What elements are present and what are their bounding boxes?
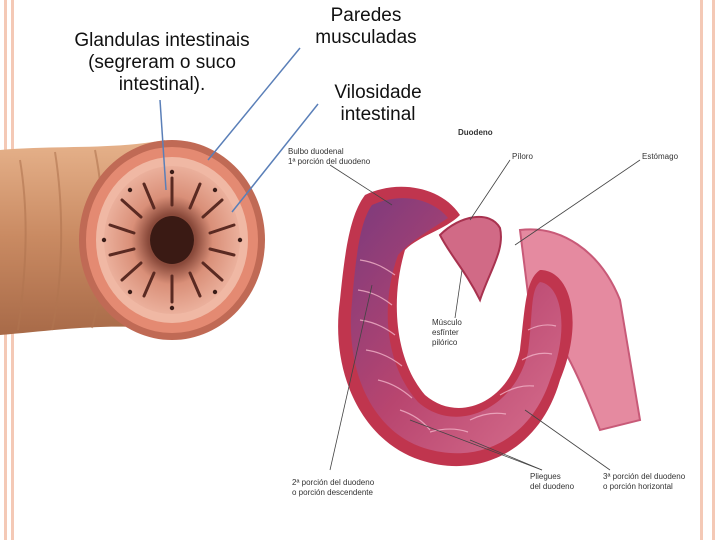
pylorus — [440, 217, 501, 300]
label-segunda-porcion: 2ª porción del duodeno o porción descend… — [292, 478, 374, 498]
glandulas-line-3: intestinal). — [62, 74, 262, 96]
label-musculo-esfinter: Músculo esfínter pilórico — [432, 318, 462, 348]
segunda-line-2: o porción descendente — [292, 488, 374, 498]
duodeno-text: Duodeno — [458, 128, 493, 137]
vilosidade-line-1: Vilosidade — [318, 82, 438, 104]
label-paredes-musculadas: Paredes musculadas — [296, 5, 436, 49]
glandulas-line-1: Glandulas intestinais — [62, 30, 262, 52]
duodenum-illustration — [338, 187, 640, 466]
tercera-line-1: 3ª porción del duodeno — [603, 472, 685, 482]
intestine-cross-section — [0, 140, 265, 340]
vilosidade-line-2: intestinal — [318, 104, 438, 126]
label-piloro: Píloro — [512, 152, 533, 162]
pliegues-line-1: Pliegues — [530, 472, 574, 482]
segunda-line-1: 2ª porción del duodeno — [292, 478, 374, 488]
label-tercera-porcion: 3ª porción del duodeno o porción horizon… — [603, 472, 685, 492]
lumen — [150, 216, 194, 264]
label-glandulas-intestinais: Glandulas intestinais (segreram o suco i… — [62, 30, 262, 96]
label-bulbo-duodenal: Bulbo duodenal 1ª porción del duodeno — [288, 147, 370, 167]
label-estomago: Estómago — [642, 152, 678, 162]
paredes-line-2: musculadas — [296, 27, 436, 49]
musculo-line-3: pilórico — [432, 338, 462, 348]
pliegues-line-2: del duodeno — [530, 482, 574, 492]
label-vilosidade-intestinal: Vilosidade intestinal — [318, 82, 438, 126]
glandulas-line-2: (segreram o suco — [62, 52, 262, 74]
musculo-line-2: esfínter — [432, 328, 462, 338]
bulbo-line-1: Bulbo duodenal — [288, 147, 370, 157]
musculo-line-1: Músculo — [432, 318, 462, 328]
label-duodeno: Duodeno — [458, 128, 493, 138]
bulbo-line-2: 1ª porción del duodeno — [288, 157, 370, 167]
tercera-line-2: o porción horizontal — [603, 482, 685, 492]
paredes-line-1: Paredes — [296, 5, 436, 27]
label-pliegues: Pliegues del duodeno — [530, 472, 574, 492]
